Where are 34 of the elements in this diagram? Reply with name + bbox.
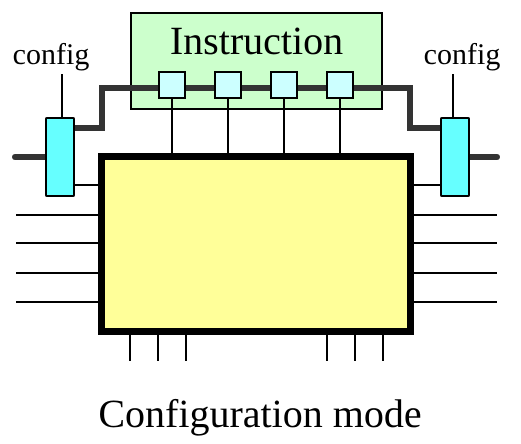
wire bbox=[157, 335, 159, 361]
wire bbox=[227, 99, 229, 153]
wire bbox=[75, 184, 98, 186]
register-cell bbox=[158, 71, 186, 99]
wire bbox=[171, 99, 173, 153]
config-register-bar bbox=[45, 117, 75, 197]
wire bbox=[354, 335, 356, 361]
config-label: config bbox=[416, 40, 508, 74]
wire bbox=[414, 242, 497, 244]
wire bbox=[16, 242, 98, 244]
caption: Configuration mode bbox=[97, 392, 423, 436]
wire bbox=[414, 184, 440, 186]
wire bbox=[283, 99, 285, 153]
config-label: config bbox=[10, 40, 92, 74]
wire bbox=[16, 272, 98, 274]
core-block bbox=[98, 153, 414, 335]
register-cell bbox=[214, 71, 242, 99]
register-cell bbox=[326, 71, 354, 99]
box-title: Instruction bbox=[168, 20, 344, 62]
wire bbox=[185, 335, 187, 361]
leader-line bbox=[452, 74, 454, 117]
wire bbox=[414, 301, 497, 303]
wire bbox=[326, 335, 328, 361]
wire bbox=[414, 214, 497, 216]
instruction-box bbox=[130, 12, 383, 110]
wire bbox=[414, 272, 497, 274]
wire bbox=[382, 335, 384, 361]
wire bbox=[339, 99, 341, 153]
leader-line bbox=[61, 74, 63, 117]
wire bbox=[129, 335, 131, 361]
register-cell bbox=[270, 71, 298, 99]
wire bbox=[16, 301, 98, 303]
config-register-bar bbox=[440, 117, 470, 197]
wire bbox=[16, 214, 98, 216]
